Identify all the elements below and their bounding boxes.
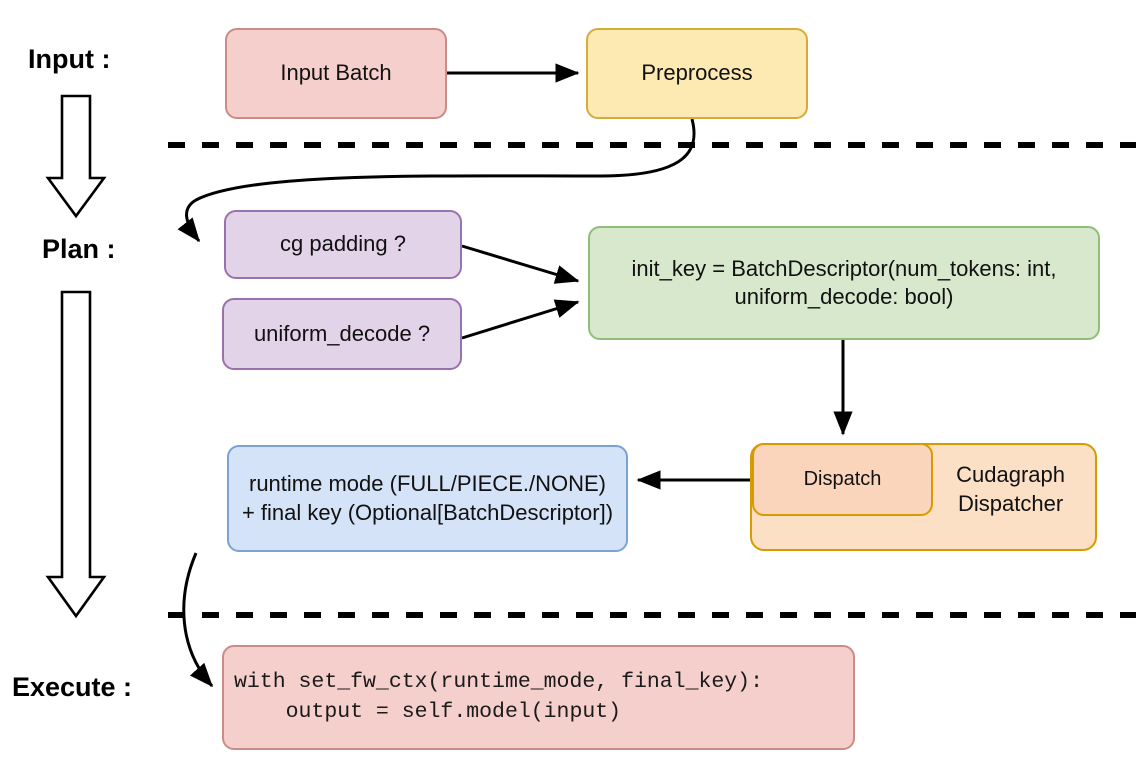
node-cudagraph-dispatcher-line1: Cudagraph: [956, 462, 1065, 487]
node-preprocess-label: Preprocess: [641, 60, 753, 86]
stage-label-plan: Plan :: [42, 234, 116, 264]
node-preprocess[interactable]: Preprocess: [586, 28, 808, 119]
node-uniform-decode-label: uniform_decode ?: [253, 320, 431, 346]
node-cg-padding-label: cg padding ?: [280, 231, 406, 257]
node-init-key-line2: uniform_decode: bool): [734, 284, 954, 309]
node-runtime-mode-text: runtime mode (FULL/PIECE./NONE) + final …: [242, 470, 613, 526]
node-init-key[interactable]: init_key = BatchDescriptor(num_tokens: i…: [588, 226, 1100, 340]
stage-label-execute: Execute :: [12, 672, 133, 702]
runtime-mode-to-execute-code-connector: [182, 552, 214, 688]
node-execute-code-line2: output = self.model(input): [234, 699, 622, 724]
node-init-key-text: init_key = BatchDescriptor(num_tokens: i…: [632, 255, 1057, 311]
node-init-key-line1: init_key = BatchDescriptor(num_tokens: i…: [631, 255, 1057, 281]
cg-padding-to-init-key-connector: [461, 244, 580, 284]
plan-to-execute-arrow: [45, 290, 107, 619]
node-dispatch-label: Dispatch: [803, 467, 882, 490]
node-runtime-mode-line2: + final key (Optional[BatchDescriptor]): [241, 499, 614, 525]
node-execute-code[interactable]: with set_fw_ctx(runtime_mode, final_key)…: [222, 645, 855, 750]
node-execute-code-line1: with set_fw_ctx(runtime_mode, final_key)…: [234, 670, 763, 695]
node-runtime-mode-line1: runtime mode (FULL/PIECE./NONE): [249, 471, 606, 497]
node-input-batch-label: Input Batch: [280, 60, 392, 86]
node-cudagraph-dispatcher-line2: Dispatcher: [957, 490, 1064, 516]
uniform-decode-to-init-key-connector: [461, 299, 580, 340]
node-dispatch[interactable]: Dispatch: [752, 443, 933, 516]
node-execute-code-text: with set_fw_ctx(runtime_mode, final_key)…: [234, 668, 763, 726]
node-cudagraph-dispatcher-text: Cudagraph Dispatcher: [956, 447, 1087, 518]
node-input-batch[interactable]: Input Batch: [225, 28, 447, 119]
node-uniform-decode[interactable]: uniform_decode ?: [222, 298, 462, 370]
preprocess-to-cg-padding-connector: [177, 118, 696, 243]
input-to-plan-arrow: [45, 94, 107, 219]
node-cg-padding[interactable]: cg padding ?: [224, 210, 462, 279]
node-runtime-mode[interactable]: runtime mode (FULL/PIECE./NONE) + final …: [227, 445, 628, 552]
stage-label-input: Input :: [28, 44, 111, 74]
